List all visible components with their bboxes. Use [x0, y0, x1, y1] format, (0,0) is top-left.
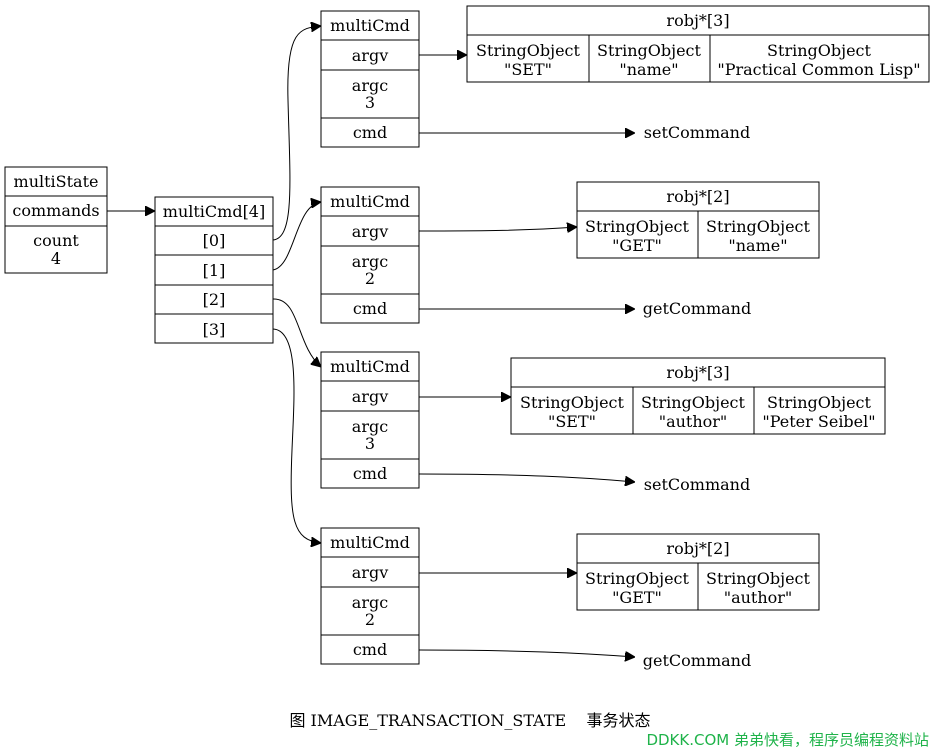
commands-array-slot: [1] — [203, 261, 226, 280]
robj-cell-value: "name" — [728, 236, 787, 255]
multistate-title: multiState — [14, 172, 99, 191]
multicmd-argv: argv — [352, 563, 388, 582]
multicmd-title: multiCmd — [330, 533, 410, 552]
multicmd-node: multiCmd argv argc 2 cmd — [320, 527, 420, 665]
robj-title: robj*[2] — [666, 187, 729, 206]
robj-array-node: robj*[2] StringObject "GET" StringObject… — [576, 533, 820, 611]
multicmd-argc-label: argc — [352, 417, 388, 436]
robj-cell-value: "author" — [724, 588, 793, 607]
robj-title: robj*[2] — [666, 539, 729, 558]
robj-cell-value: "name" — [619, 60, 678, 79]
multicmd-argv: argv — [352, 46, 388, 65]
multicmd-title: multiCmd — [330, 16, 410, 35]
edge-argv-to-robj — [418, 227, 577, 231]
multicmd-argc-value: 2 — [365, 269, 375, 288]
multistate-node: multiState commands count 4 — [4, 166, 108, 274]
robj-cell-type: StringObject — [597, 41, 701, 60]
multicmd-argc-label: argc — [352, 76, 388, 95]
multicmd-cmd: cmd — [353, 464, 387, 483]
robj-cell-value: "SET" — [504, 60, 552, 79]
edge-slot3-to-multicmd — [272, 328, 321, 543]
multicmd-cmd: cmd — [353, 123, 387, 142]
robj-cell-type: StringObject — [476, 41, 580, 60]
robj-array-node: robj*[2] StringObject "GET" StringObject… — [576, 181, 820, 259]
multicmd-argc-value: 3 — [365, 434, 375, 453]
multicmd-title: multiCmd — [330, 357, 410, 376]
multicmd-cmd: cmd — [353, 299, 387, 318]
robj-cell-value: "SET" — [548, 412, 596, 431]
commands-array-title: multiCmd[4] — [163, 202, 265, 221]
commands-array-slot: [2] — [203, 290, 226, 309]
robj-title: robj*[3] — [666, 11, 729, 30]
command-function-label: getCommand — [643, 299, 751, 318]
robj-cell-type: StringObject — [767, 41, 871, 60]
robj-array-node: robj*[3] StringObject "SET" StringObject… — [510, 357, 886, 435]
robj-cell-value: "GET" — [612, 588, 662, 607]
commands-array-node: multiCmd[4] [0] [1] [2] [3] — [154, 196, 274, 344]
robj-cell-type: StringObject — [767, 393, 871, 412]
multicmd-title: multiCmd — [330, 192, 410, 211]
edge-slot0-to-multicmd — [272, 26, 321, 241]
robj-cell-value: "GET" — [612, 236, 662, 255]
robj-cell-type: StringObject — [585, 569, 689, 588]
multicmd-argc-value: 3 — [365, 93, 375, 112]
robj-array-node: robj*[3] StringObject "SET" StringObject… — [466, 5, 930, 83]
figure-caption: 图 IMAGE_TRANSACTION_STATE 事务状态 — [289, 711, 650, 730]
edge-cmd-to-function — [418, 649, 635, 657]
robj-title: robj*[3] — [666, 363, 729, 382]
robj-cell-type: StringObject — [706, 569, 810, 588]
robj-cell-type: StringObject — [641, 393, 745, 412]
robj-cell-value: "author" — [659, 412, 728, 431]
watermark: DDKK.COM 弟弟快看，程序员编程资料站 — [646, 731, 929, 748]
command-function-label: setCommand — [644, 475, 750, 494]
command-function-label: setCommand — [644, 123, 750, 142]
multistate-count-value: 4 — [51, 249, 61, 268]
multistate-commands-field: commands — [12, 201, 99, 220]
multicmd-argv: argv — [352, 387, 388, 406]
multicmd-cmd: cmd — [353, 640, 387, 659]
edge-cmd-to-function — [418, 473, 635, 482]
edge-slot1-to-multicmd — [272, 202, 321, 271]
robj-cell-type: StringObject — [585, 217, 689, 236]
robj-cell-value: "Peter Seibel" — [762, 412, 875, 431]
commands-array-slot: [0] — [203, 231, 226, 250]
multicmd-argv: argv — [352, 222, 388, 241]
multicmd-argc-label: argc — [352, 252, 388, 271]
command-function-label: getCommand — [643, 651, 751, 670]
robj-cell-value: "Practical Common Lisp" — [717, 60, 920, 79]
multicmd-argc-value: 2 — [365, 610, 375, 629]
multicmd-argc-label: argc — [352, 593, 388, 612]
commands-array-slot: [3] — [203, 320, 226, 339]
multicmd-node: multiCmd argv argc 3 cmd — [320, 351, 420, 489]
robj-cell-type: StringObject — [706, 217, 810, 236]
multistate-count-label: count — [33, 231, 79, 250]
multicmd-node: multiCmd argv argc 2 cmd — [320, 186, 420, 324]
edge-slot2-to-multicmd — [272, 298, 321, 367]
robj-cell-type: StringObject — [520, 393, 624, 412]
multicmd-node: multiCmd argv argc 3 cmd — [320, 10, 420, 148]
